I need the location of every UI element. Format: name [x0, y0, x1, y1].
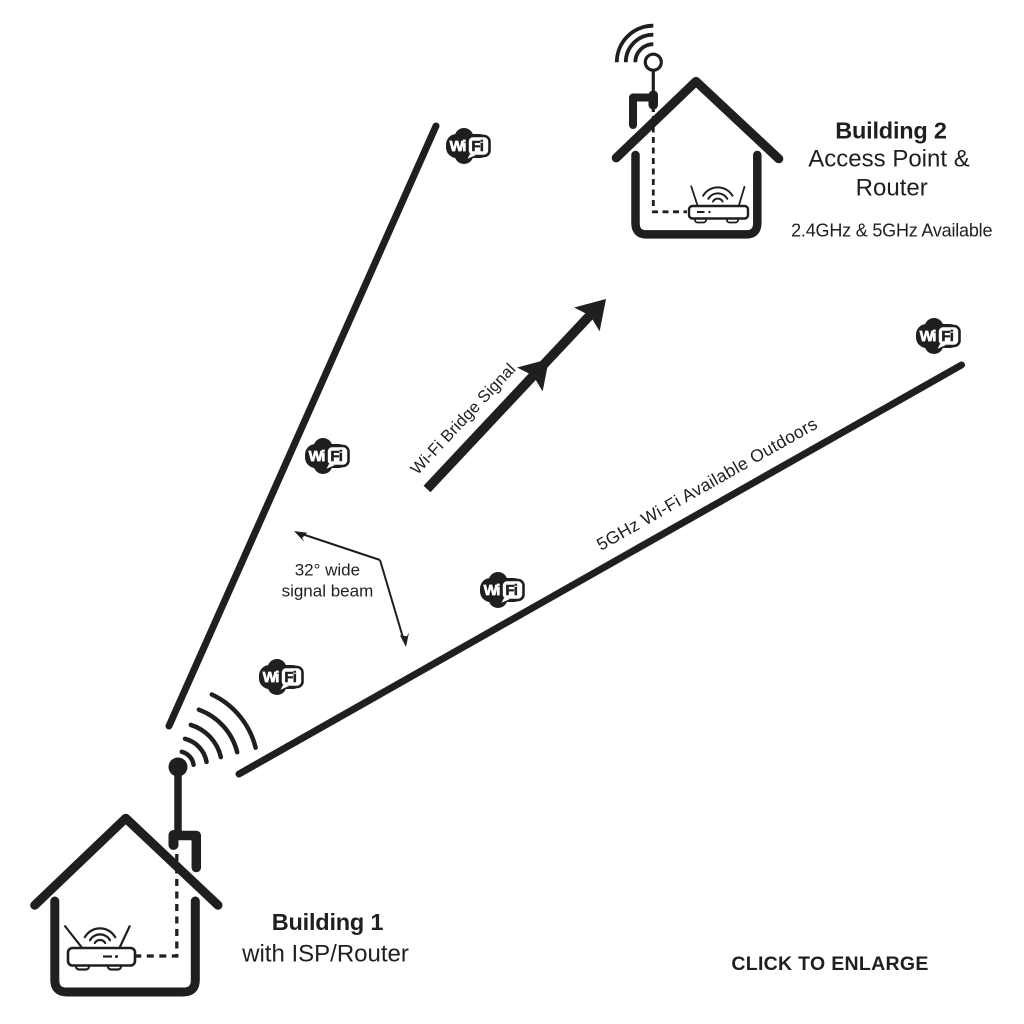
svg-text:Router: Router [856, 175, 928, 202]
svg-text:Building 2: Building 2 [835, 118, 947, 144]
svg-text:2.4GHz & 5GHz Available: 2.4GHz & 5GHz Available [791, 221, 992, 241]
svg-text:Wi-Fi Bridge Signal: Wi-Fi Bridge Signal [407, 360, 519, 478]
svg-text:5GHz Wi-Fi Available Outdoors: 5GHz Wi-Fi Available Outdoors [593, 413, 821, 554]
svg-text:signal beam: signal beam [282, 582, 374, 601]
svg-text:Building 1: Building 1 [272, 909, 384, 935]
svg-text:32° wide: 32° wide [295, 561, 360, 580]
svg-text:CLICK TO ENLARGE: CLICK TO ENLARGE [731, 953, 928, 975]
svg-text:with ISP/Router: with ISP/Router [241, 941, 409, 968]
svg-text:Access Point &: Access Point & [808, 146, 969, 173]
